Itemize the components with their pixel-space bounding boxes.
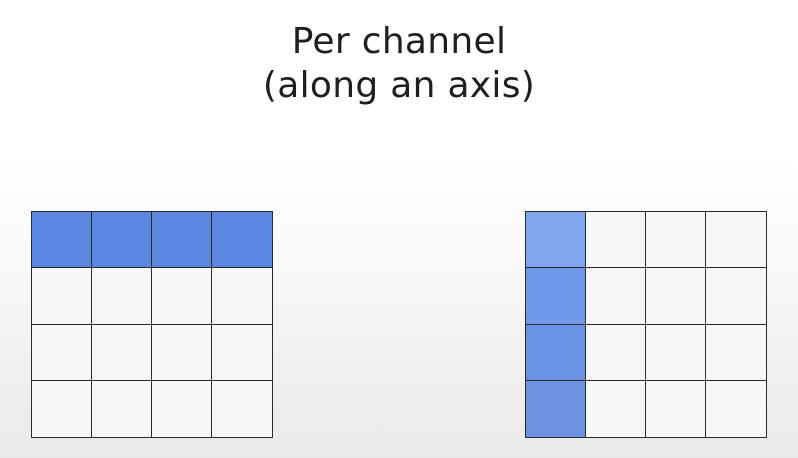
- page-title: Per channel (along an axis): [0, 20, 798, 108]
- grid-left: [31, 211, 273, 438]
- highlighted-cell: [32, 212, 92, 269]
- highlighted-cell: [526, 268, 586, 325]
- highlighted-cell: [526, 324, 586, 381]
- highlighted-cell: [526, 380, 586, 437]
- grid-cell: [706, 381, 766, 437]
- highlighted-cell: [526, 212, 586, 269]
- grid-cell: [706, 268, 766, 325]
- grid-cell: [32, 324, 92, 381]
- grid-cell: [706, 212, 766, 269]
- grid-right: [525, 211, 767, 438]
- grid-cell: [646, 268, 706, 325]
- grid-cell: [92, 268, 152, 325]
- highlighted-cell: [212, 212, 272, 269]
- grid-cell: [586, 212, 646, 269]
- grid-cell: [646, 380, 706, 437]
- title-line-1: Per channel: [291, 21, 507, 62]
- highlighted-cell: [152, 212, 212, 269]
- grid-cell: [212, 268, 272, 325]
- grid-cell: [212, 325, 272, 381]
- grid-cell: [152, 268, 212, 325]
- grid-cell: [92, 380, 152, 437]
- grid-cell: [92, 324, 152, 381]
- grid-cell: [586, 324, 646, 381]
- grid-cell: [646, 324, 706, 381]
- grid-cell: [646, 212, 706, 269]
- highlighted-cell: [92, 212, 152, 269]
- grid-cell: [32, 380, 92, 437]
- grid-cell: [32, 268, 92, 325]
- grid-cell: [212, 381, 272, 437]
- grid-cell: [706, 325, 766, 381]
- title-line-2: (along an axis): [262, 65, 536, 106]
- grid-cell: [152, 324, 212, 381]
- grid-cell: [586, 380, 646, 437]
- grid-cell: [586, 268, 646, 325]
- grid-cell: [152, 380, 212, 437]
